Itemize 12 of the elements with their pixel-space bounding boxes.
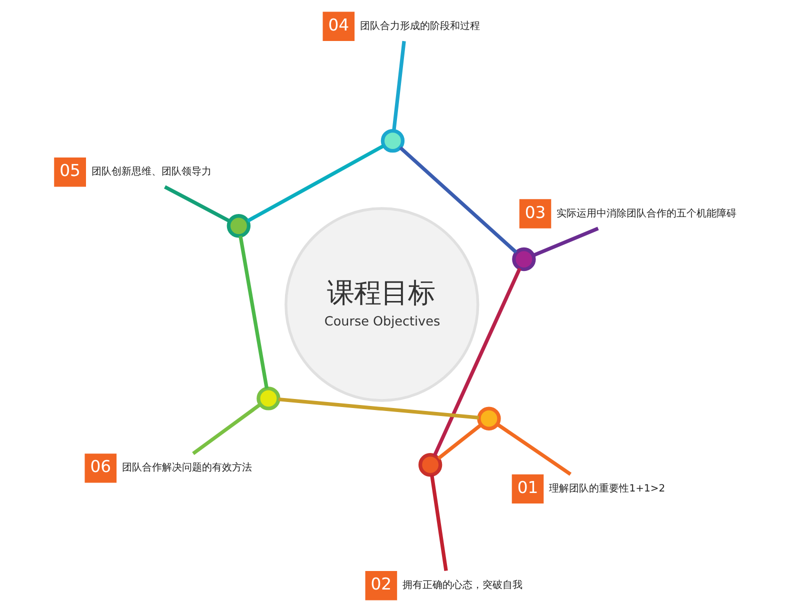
node-text: 01 [516,478,538,497]
node-text: 03 [524,202,546,222]
node-label: 拥有正确的心态，突破自我 [402,580,522,592]
node-text: 05 [59,161,80,180]
node-label: 实际运用中消除团队合作的五个机能障碍 [556,208,736,220]
node-text: 02 [370,574,392,594]
node-label: 理解团队的重要性1+1>2 [548,484,665,495]
node-text: 06 [90,457,111,476]
node-label: 团队合力形成的阶段和过程 [360,20,480,32]
node-text: 04 [328,15,349,34]
node-label: 团队创新思维、团队领导力 [90,166,211,178]
node-label: 团队合作解决问题的有效方法 [122,462,252,474]
